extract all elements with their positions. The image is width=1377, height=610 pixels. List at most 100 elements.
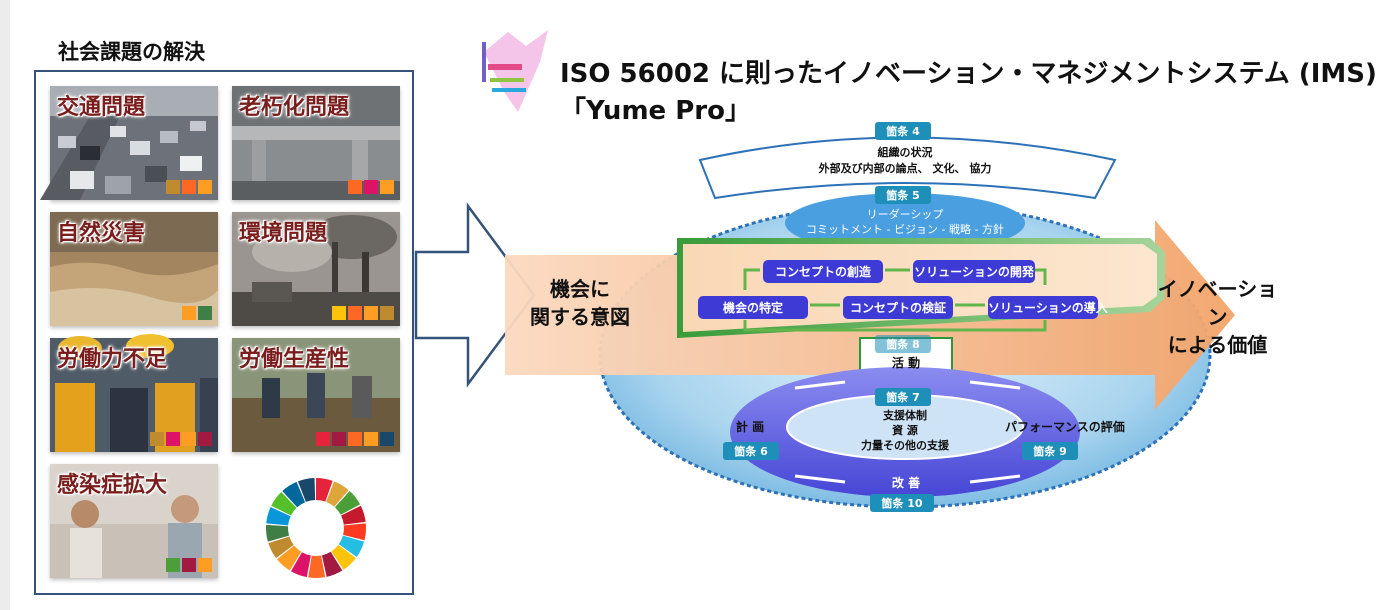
clause5-tag: 箇条 5 (875, 186, 931, 204)
sdg-icon (364, 432, 378, 446)
tile-label: 労働生産性 (239, 347, 350, 372)
sdg-icon (332, 432, 346, 446)
sdg-wheel-segment (316, 478, 333, 502)
tile-productivity: 労働生産性 (232, 338, 400, 452)
sdg-wheel-segment (343, 523, 366, 541)
clause4-line2: 外部及び内部の論点、 文化、 協力 (818, 162, 992, 175)
sdg-icon (348, 432, 362, 446)
sdg-icon (198, 558, 212, 572)
sdg-icon (316, 432, 330, 446)
sdg-icons (166, 558, 212, 572)
sdg-wheel-segment (271, 492, 297, 516)
solution-deploy-box: ソリューションの導入 (988, 296, 1108, 319)
sdg-icon (198, 432, 212, 446)
sdg-icon (150, 432, 164, 446)
clause7-line2: 資 源 (892, 424, 918, 437)
tile-label: 労働力不足 (57, 347, 168, 372)
clause10-label: 改 善 (891, 476, 921, 490)
sdg-wheel-segment (282, 481, 306, 508)
clause9-tag: 箇条 9 (1022, 442, 1078, 460)
sdg-wheel-segment (266, 524, 290, 542)
clause4-tag: 箇条 4 (875, 122, 931, 140)
clause9-label: パフォーマンスの評価 (1005, 420, 1125, 434)
sdg-wheel-segment (290, 552, 311, 578)
ims-title: ISO 56002 に則ったイノベーション・マネジメントシステム (IMS) (560, 59, 1377, 89)
sdg-wheel-segment (321, 551, 343, 577)
concept-verify-box: コンセプトの検証 (843, 296, 953, 319)
sdg-wheel-segment (266, 507, 291, 526)
sdg-icon (182, 306, 196, 320)
sdg-icon (332, 306, 346, 320)
sdg-icon (182, 558, 196, 572)
clause10-tag: 箇条 10 (870, 494, 934, 512)
sdg-wheel-segment (268, 536, 294, 559)
clause4-line1: 組織の状況 (877, 146, 933, 159)
tile-traffic: 交通問題 (40, 86, 218, 200)
yume-pro-logo-icon (482, 30, 548, 112)
left-edge-strip (0, 0, 10, 610)
sdg-icon (182, 180, 196, 194)
sdg-icons (316, 432, 394, 446)
sdg-wheel-icon (266, 478, 366, 578)
sdg-icons (166, 180, 212, 194)
clause7-line3: 力量その他の支援 (861, 439, 949, 452)
sdg-wheel-segment (308, 555, 326, 578)
tile-label: 交通問題 (57, 95, 146, 120)
tile-label: 感染症拡大 (57, 473, 168, 498)
clause7-tag: 箇条 7 (875, 388, 931, 406)
sdg-icon (198, 180, 212, 194)
tile-label: 老朽化問題 (239, 95, 350, 120)
sdg-wheel-segment (297, 478, 316, 502)
sdg-icon (198, 306, 212, 320)
sdg-wheel-segment (331, 544, 356, 570)
sdg-wheel-segment (334, 491, 361, 515)
sdg-wheel-segment (341, 505, 366, 525)
sdg-icon (166, 432, 180, 446)
clause5-line2: コミットメント - ビジョン - 戦略 - 方針 (806, 223, 1004, 236)
input-label: 機会に 関する意図 (525, 275, 635, 331)
opportunity-box: 機会の特定 (698, 296, 808, 319)
tile-label: 自然災害 (57, 221, 146, 246)
sdg-icons (348, 180, 394, 194)
tile-disaster: 自然災害 (50, 212, 218, 326)
clause7-line1: 支援体制 (883, 409, 927, 422)
clause8-tag: 箇条 8 (875, 335, 931, 353)
output-label-line2: による価値 (1167, 333, 1268, 357)
sdg-icons (332, 306, 394, 320)
sdg-icon (380, 306, 394, 320)
sdg-icon (364, 306, 378, 320)
sdg-icon (348, 180, 362, 194)
concept-create-box: コンセプトの創造 (763, 260, 883, 283)
sdg-wheel-segment (326, 481, 349, 507)
tile-environment: 環境問題 (232, 212, 400, 326)
tile-infection: 感染症拡大 (50, 464, 218, 578)
output-label-line1: イノベーション (1157, 277, 1278, 329)
sdg-icon (348, 306, 362, 320)
clause6-tag: 箇条 6 (723, 442, 779, 460)
clause8-label: 活 動 (891, 356, 921, 370)
sdg-icon (166, 180, 180, 194)
sdg-icons (182, 306, 212, 320)
panel-title: 社会課題の解決 (58, 40, 205, 64)
big-right-arrow (414, 202, 536, 388)
input-label-line2: 関する意図 (530, 305, 630, 329)
output-label: イノベーション による価値 (1150, 275, 1285, 359)
clause5-line1: リーダーシップ (866, 208, 944, 221)
tile-aging: 老朽化問題 (232, 86, 400, 200)
sdg-icon (380, 432, 394, 446)
input-label-line1: 機会に (550, 277, 610, 301)
ims-subtitle: 「Yume Pro」 (560, 96, 751, 126)
sdg-icon (182, 432, 196, 446)
ims-diagram: 機会に 関する意図 イノベーション による価値 箇条 4 組織の状況 外部及び内… (415, 120, 1312, 610)
sdg-icons (150, 432, 212, 446)
panel-frame (34, 70, 414, 595)
workers-image (50, 334, 218, 452)
sdg-wheel-segment (277, 545, 302, 571)
tile-labor-shortage: 労働力不足 (50, 334, 218, 452)
sdg-icon (364, 180, 378, 194)
sdg-icon (380, 180, 394, 194)
tile-label: 環境問題 (239, 221, 328, 246)
clause6-label: 計 画 (735, 420, 765, 434)
sdg-wheel-segment (338, 535, 365, 557)
solution-develop-box: ソリューションの開発 (913, 260, 1035, 283)
